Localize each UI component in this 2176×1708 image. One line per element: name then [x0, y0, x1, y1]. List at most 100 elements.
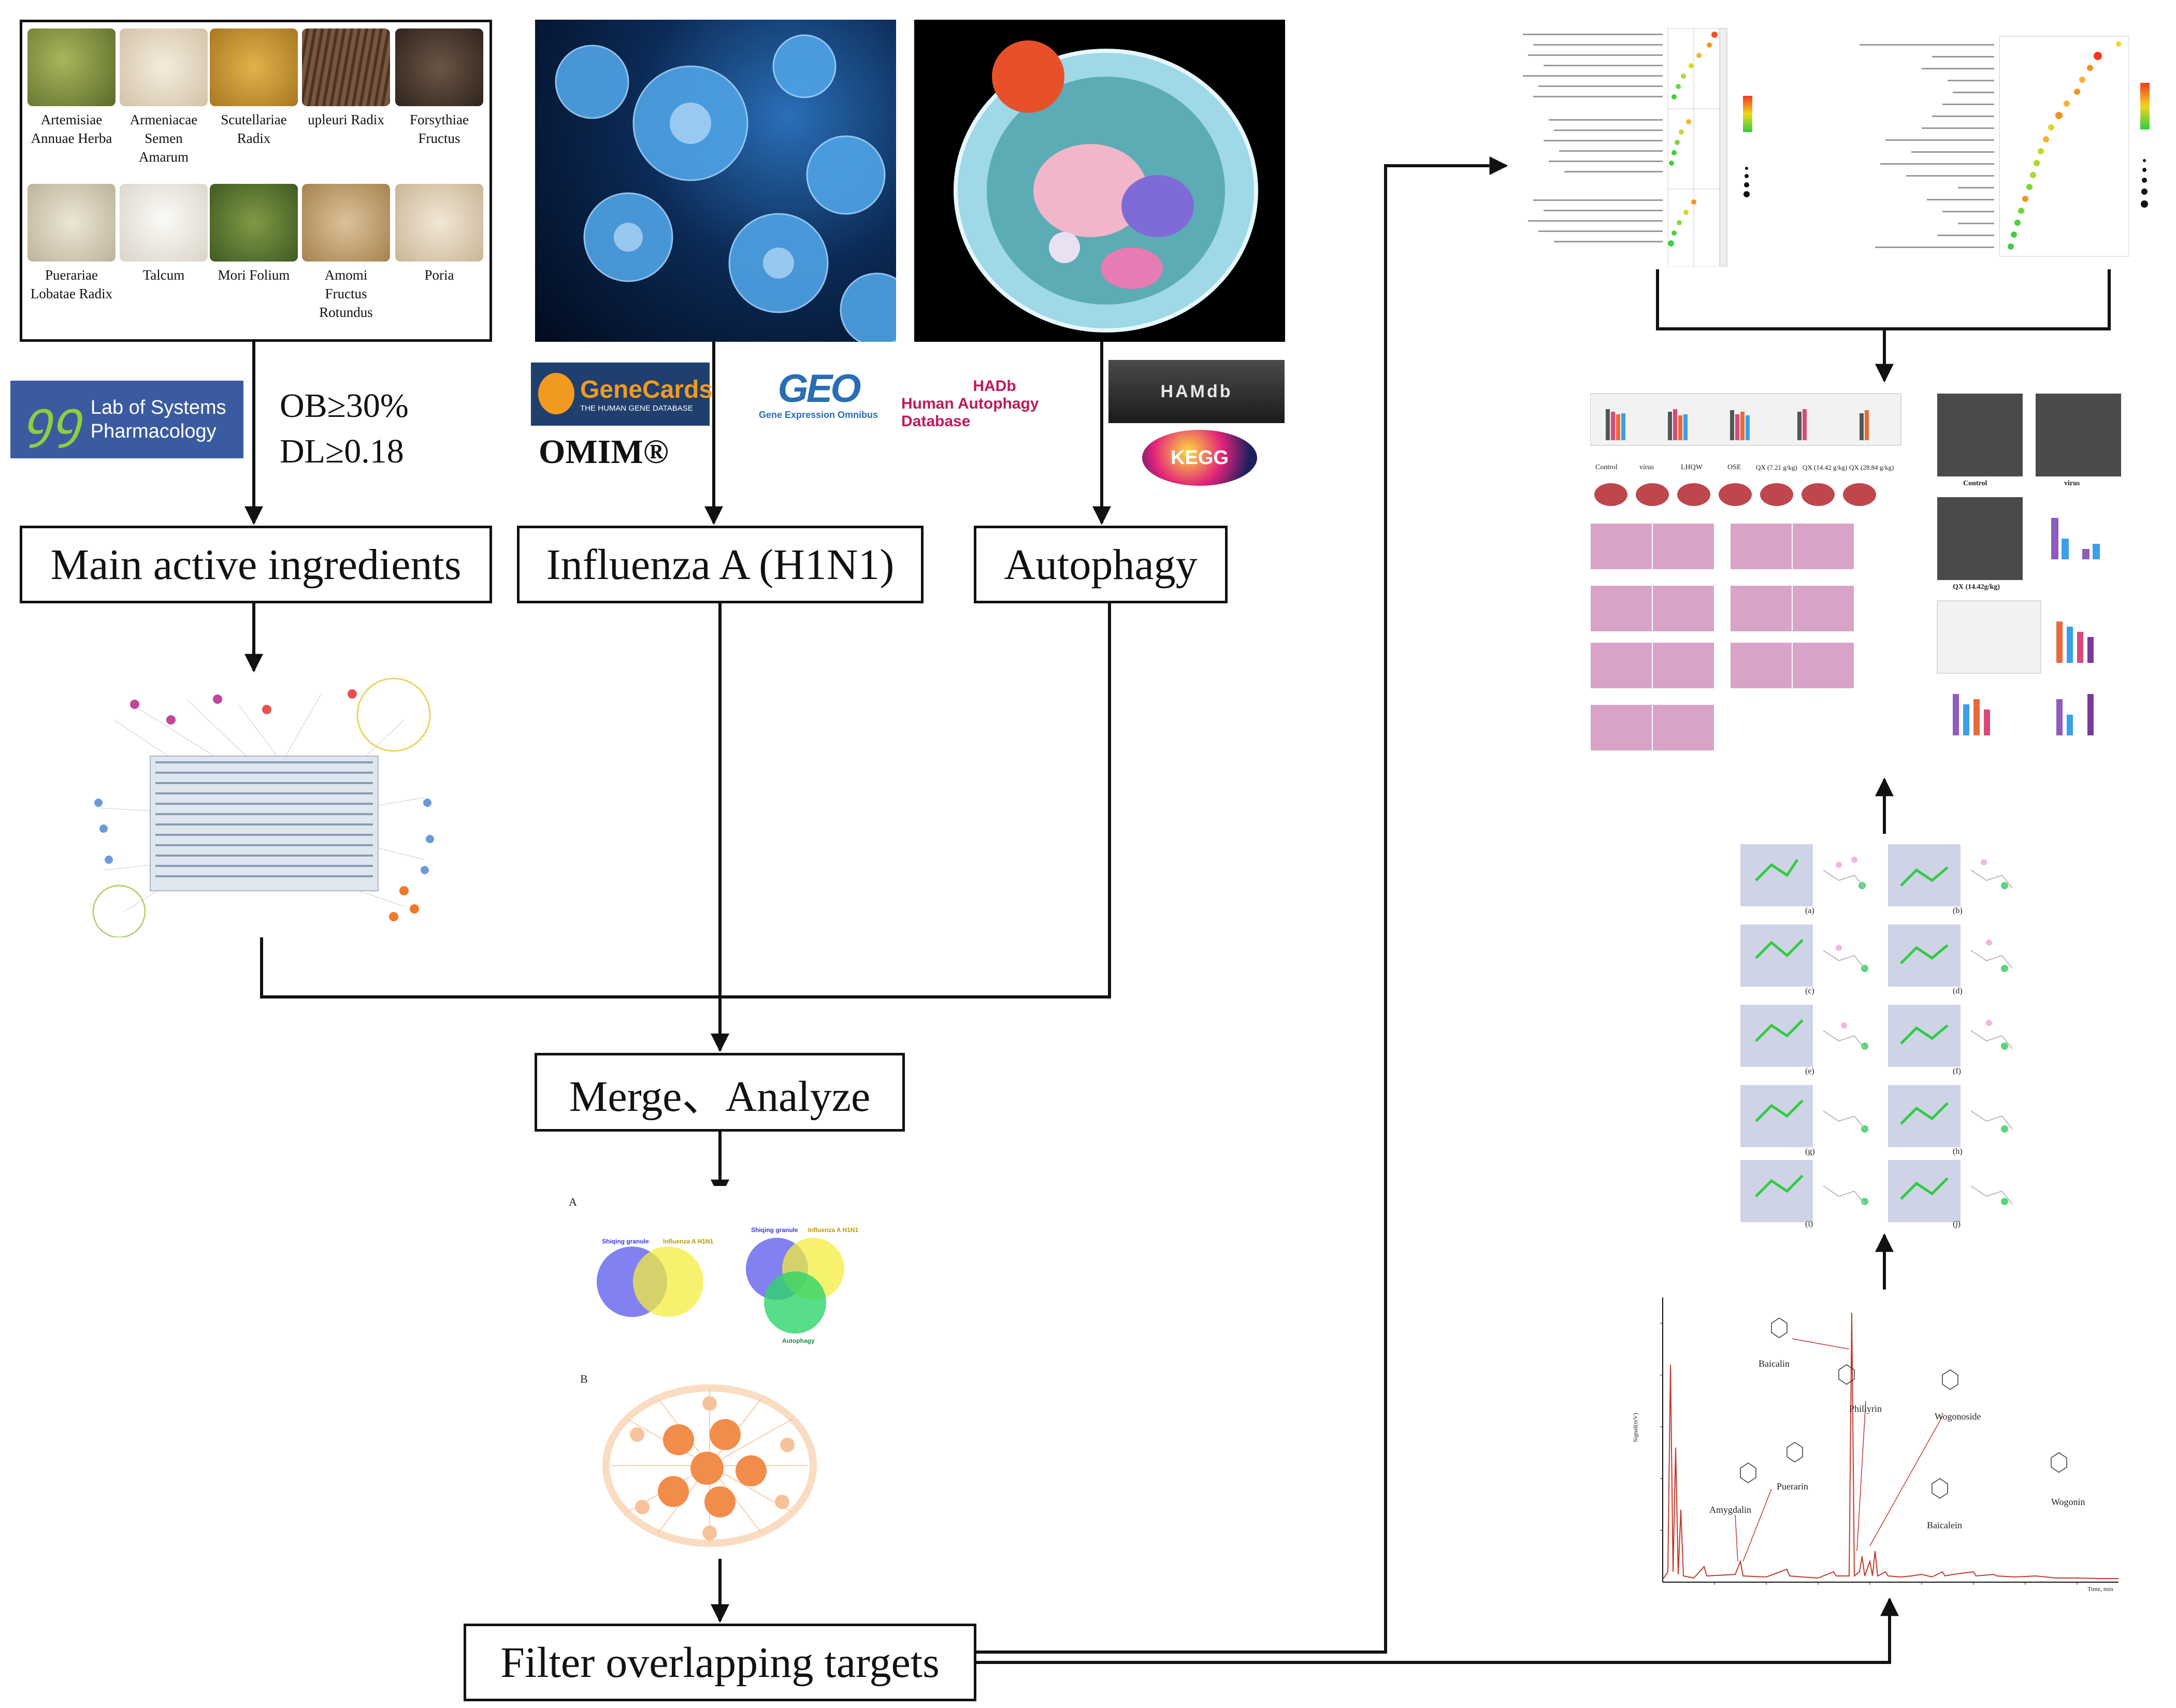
- molecular-docking-panel: (a) (b) (c) (d) (e) (f) (g) (h) (i) (j): [1735, 839, 2041, 1233]
- validation-graphic: [1590, 393, 2121, 751]
- herb-image: [395, 28, 483, 106]
- herb-image: [302, 184, 390, 262]
- docking-label-d: (d): [1953, 987, 1963, 995]
- venn2-left-set-label: Shiqing granule: [751, 1226, 798, 1234]
- geo-logo: GEO Gene Expression Omnibus: [736, 363, 901, 426]
- hadb-subtitle: Human Autophagy Database: [901, 395, 1039, 430]
- chromatogram-graphic: [1660, 1297, 2119, 1585]
- panel-label-b: B: [580, 1372, 588, 1385]
- hadb-logo: HADb Human Autophagy Database: [901, 378, 1088, 430]
- autophagy-cell-image: [914, 20, 1285, 342]
- chromatogram-xlabel: Time, min: [2087, 1585, 2113, 1593]
- docking-label-i: (i): [1805, 1220, 1813, 1228]
- herb-name: Forsythiae: [410, 112, 469, 127]
- compound-label-puerarin: Puerarin: [1777, 1481, 1808, 1492]
- herb-name-2: Radix: [237, 131, 271, 146]
- geo-title: GEO: [777, 366, 861, 411]
- criteria-ob: OB≥30%: [280, 387, 409, 425]
- hadb-title: HADb: [973, 378, 1016, 395]
- go-enrichment-chart: [1512, 23, 1782, 267]
- compound-label-baicalein: Baicalein: [1927, 1520, 1962, 1530]
- animal-validation-panel: Control virus LHQW OSE QX (7.21 g/kg) QX…: [1590, 383, 2139, 766]
- criteria-dl: DL≥0.18: [280, 432, 404, 470]
- tcmsp-mark-icon: ꝯꝯ: [23, 392, 81, 447]
- genecards-emblem-icon: [538, 373, 574, 414]
- histology-label-control: Control: [1595, 464, 1618, 471]
- herb-image: [27, 184, 116, 262]
- herb-name: Armeniacae: [129, 112, 198, 127]
- genecards-title: GeneCards: [580, 376, 713, 403]
- venn-panel: A Shiqing granule Influenza A H1N1 Shiqi…: [565, 1186, 886, 1352]
- screening-criteria: OB≥30% DL≥0.18: [280, 383, 409, 474]
- docking-label-e: (e): [1805, 1067, 1814, 1076]
- hplc-chromatogram: Baicalin Phillyrin Wogonoside Amygdalin …: [1632, 1292, 2124, 1598]
- tem-label-control: Control: [1963, 480, 1987, 487]
- ppi-network-panel: B: [575, 1372, 844, 1559]
- histology-label-lhqw: LHQW: [1681, 464, 1703, 471]
- panel-label-a: A: [569, 1195, 577, 1208]
- tem-label-qx: QX (14.42g/kg): [1953, 583, 2000, 591]
- herb-item: Mori Folium: [210, 184, 298, 284]
- go-bubble-graphic: [1523, 28, 1752, 267]
- docking-label-f: (f): [1953, 1067, 1961, 1076]
- virus-particles: [555, 34, 896, 342]
- herb-item: Amomi Fructus Rotundus: [302, 184, 390, 322]
- arrow-filter-to-chromatogram: [976, 1597, 1899, 1664]
- genecards-logo: GeneCards THE HUMAN GENE DATABASE: [531, 363, 713, 426]
- arrow-filter-to-enrichment: [976, 156, 1508, 1654]
- herb-image: [302, 28, 390, 106]
- omim-logo: OMIM®: [539, 433, 669, 471]
- ppi-graphic: [602, 1384, 817, 1547]
- herb-name: Scutellariae: [221, 112, 287, 127]
- herb-item: upleuri Radix: [302, 28, 390, 129]
- tem-label-virus: virus: [2064, 480, 2080, 487]
- herb-name: Artemisiae: [40, 112, 103, 127]
- herb-name: Amomi Fructus: [324, 267, 368, 301]
- venn2-third-set-label: Autophagy: [782, 1337, 815, 1344]
- herb-image: [120, 184, 208, 262]
- hamdb-logo: HAMdb: [1108, 360, 1285, 423]
- compound-label-phillyrin: Phillyrin: [1849, 1403, 1882, 1414]
- docking-label-b: (b): [1953, 906, 1963, 915]
- kegg-enrichment-chart: [1854, 31, 2165, 262]
- histology-label-ose: OSE: [1727, 464, 1741, 471]
- kegg-bubble-graphic: [1860, 36, 2150, 257]
- herb-image: [395, 184, 483, 262]
- tcmsp-line2: Pharmacology: [90, 421, 217, 442]
- herb-image: [210, 184, 298, 262]
- histology-label-qx-low: QX (7.21 g/kg): [1756, 464, 1797, 471]
- herb-item: Artemisiae Annuae Herba: [27, 28, 116, 148]
- venn-left-set-label: Shiqing granule: [602, 1238, 649, 1245]
- tcmsp-line1: Lab of Systems: [90, 397, 226, 418]
- filter-overlapping-targets-box: Filter overlapping targets: [464, 1624, 976, 1701]
- herb-name-2: Fructus: [418, 131, 460, 146]
- merge-analyze-box: Merge、Analyze: [535, 1053, 905, 1132]
- herb-image: [120, 28, 208, 106]
- herb-name: Puerariae: [45, 267, 98, 283]
- chromatogram-ylabel: Signal(mV): [1632, 1413, 1639, 1442]
- docking-label-c: (c): [1805, 987, 1814, 995]
- herb-name-2: Lobatae Radix: [30, 286, 113, 301]
- compound-label-baicalin: Baicalin: [1759, 1358, 1790, 1369]
- herb-item: Puerariae Lobatae Radix: [27, 184, 116, 303]
- compound-label-amygdalin: Amygdalin: [1709, 1504, 1751, 1515]
- autophagy-box: Autophagy: [974, 526, 1228, 603]
- genecards-subtitle: THE HUMAN GENE DATABASE: [580, 404, 693, 413]
- line-enrichment-join: [1656, 269, 2111, 330]
- herb-name: Poria: [424, 267, 454, 283]
- herb-name-2: Annuae Herba: [31, 131, 112, 146]
- docking-label-j: (j): [1953, 1220, 1961, 1228]
- influenza-box: Influenza A (H1N1): [517, 526, 924, 603]
- kegg-title: KEGG: [1171, 446, 1229, 469]
- herb-item: Forsythiae Fructus: [395, 28, 483, 148]
- compound-target-network: [83, 673, 445, 938]
- herb-panel: Artemisiae Annuae Herba Armeniacae Semen…: [20, 20, 492, 342]
- herb-name: upleuri Radix: [308, 112, 384, 127]
- hamdb-title: HAMdb: [1160, 381, 1233, 401]
- docking-label-g: (g): [1805, 1147, 1815, 1156]
- histology-label-virus: virus: [1639, 464, 1654, 471]
- herb-image: [210, 28, 298, 106]
- tcmsp-text: Lab of Systems Pharmacology: [91, 396, 226, 443]
- line-join-bottom: [260, 603, 1111, 998]
- venn-graphic: [597, 1238, 844, 1334]
